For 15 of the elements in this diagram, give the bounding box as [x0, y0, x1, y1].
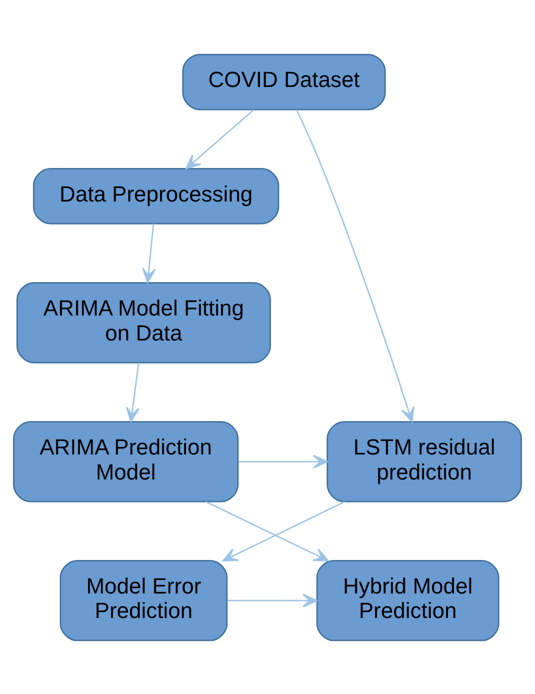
- node-box: LSTM residual prediction: [326, 420, 522, 502]
- node-box: Model Error Prediction: [60, 560, 228, 641]
- node-box: Data Preprocessing: [32, 167, 280, 224]
- arrow: [222, 500, 345, 561]
- node-box: COVID Dataset: [182, 53, 386, 110]
- node-box: ARIMA Model Fitting on Data: [16, 282, 271, 363]
- node-box: Hybrid Model Prediction: [316, 560, 500, 641]
- arrow: [142, 223, 156, 283]
- arrow: [238, 454, 328, 468]
- arrow: [296, 108, 414, 422]
- node-box: ARIMA Prediction Model: [13, 420, 239, 502]
- arrow: [206, 500, 329, 561]
- arrow: [227, 593, 318, 607]
- arrow: [126, 362, 140, 422]
- arrow: [185, 108, 254, 169]
